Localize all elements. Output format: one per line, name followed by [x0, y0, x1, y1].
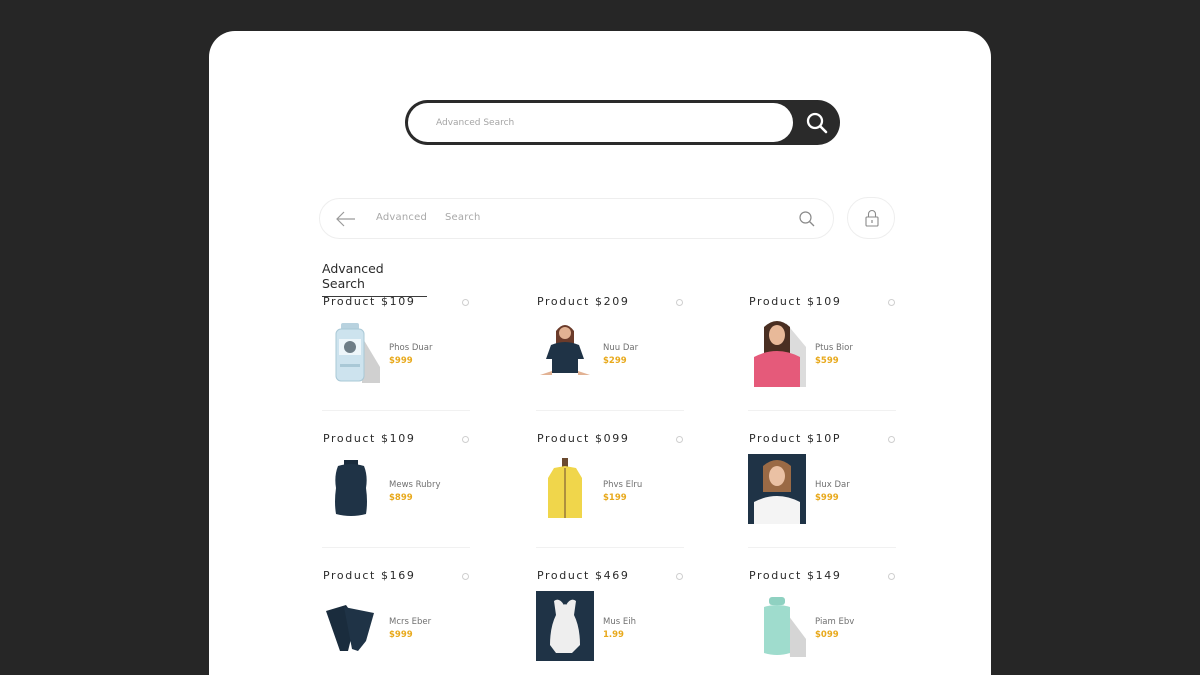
breadcrumb-search[interactable]: Search [445, 212, 481, 223]
product-title: Product $109 [749, 295, 842, 308]
product-image[interactable] [536, 454, 594, 524]
divider [322, 547, 470, 548]
navy-cloth-pieces-icon [326, 605, 374, 651]
main-search-bar [405, 100, 840, 145]
navy-vest-icon [335, 460, 367, 516]
secondary-search-button[interactable] [798, 210, 816, 228]
select-radio[interactable] [888, 436, 895, 443]
section-title: Advanced Search [322, 261, 427, 297]
woman-navy-top-icon [540, 325, 590, 375]
divider [536, 410, 684, 411]
select-radio[interactable] [462, 299, 469, 306]
divider [322, 410, 470, 411]
yellow-jacket-icon [548, 458, 582, 518]
product-image[interactable] [748, 591, 806, 661]
product-image[interactable] [748, 317, 806, 387]
product-price: $999 [389, 630, 413, 640]
woman-pink-tshirt-icon [754, 321, 806, 387]
product-card[interactable]: Product $109 Phos Duar $999 [322, 293, 472, 430]
mint-bottle-icon [764, 597, 806, 657]
lock-button[interactable] [847, 197, 895, 239]
select-radio[interactable] [462, 573, 469, 580]
main-search-button[interactable] [804, 110, 830, 136]
product-title: Product $099 [537, 432, 630, 445]
product-card[interactable]: Product $109 Ptus Bior $599 [748, 293, 898, 430]
product-title: Product $149 [749, 569, 842, 582]
product-name: Piam Ebv [815, 617, 855, 627]
product-image[interactable] [322, 317, 380, 387]
product-card[interactable]: Product $209 Nuu Dar $299 [536, 293, 686, 430]
product-image[interactable] [536, 591, 594, 661]
search-panel: Advanced Search Advanced Search Product … [209, 31, 991, 675]
lock-icon [865, 209, 879, 227]
product-card[interactable]: Product $469 Mus Eih 1.99 [536, 567, 686, 675]
select-radio[interactable] [462, 436, 469, 443]
product-name: Mews Rubry [389, 480, 441, 490]
breadcrumb-advanced[interactable]: Advanced [376, 212, 427, 223]
product-image[interactable] [322, 591, 380, 661]
white-garment-icon [536, 591, 594, 661]
back-button[interactable] [336, 211, 356, 227]
search-icon [799, 211, 815, 227]
product-price: $199 [603, 493, 627, 503]
product-name: Mcrs Eber [389, 617, 432, 627]
product-price: $899 [389, 493, 413, 503]
product-price: $999 [815, 493, 839, 503]
product-card[interactable]: Product $149 Piam Ebv $099 [748, 567, 898, 675]
product-price: $099 [815, 630, 839, 640]
search-icon [806, 112, 828, 134]
product-image[interactable] [536, 317, 594, 387]
product-price: $599 [815, 356, 839, 366]
product-name: Nuu Dar [603, 343, 639, 353]
product-price: 1.99 [603, 630, 624, 640]
product-title: Product $169 [323, 569, 416, 582]
product-name: Ptus Bior [815, 343, 853, 353]
select-radio[interactable] [888, 573, 895, 580]
select-radio[interactable] [676, 436, 683, 443]
product-title: Product $10P [749, 432, 842, 445]
product-title: Product $209 [537, 295, 630, 308]
product-card[interactable]: Product $10P Hux Dar $999 [748, 430, 898, 567]
product-price: $999 [389, 356, 413, 366]
blue-supplement-bottle-icon [335, 323, 380, 383]
product-image[interactable] [322, 454, 380, 524]
select-radio[interactable] [676, 299, 683, 306]
product-card[interactable]: Product $109 Mews Rubry $899 [322, 430, 472, 567]
product-title: Product $109 [323, 432, 416, 445]
select-radio[interactable] [676, 573, 683, 580]
product-title: Product $469 [537, 569, 630, 582]
product-card[interactable]: Product $099 Phvs Elru $199 [536, 430, 686, 567]
arrow-left-icon [336, 211, 355, 227]
main-search-input[interactable] [408, 103, 793, 142]
product-price: $299 [603, 356, 627, 366]
product-name: Mus Eih [603, 617, 636, 627]
select-radio[interactable] [888, 299, 895, 306]
woman-white-shirt-icon [748, 454, 806, 524]
divider [748, 410, 896, 411]
divider [536, 547, 684, 548]
product-name: Phvs Elru [603, 480, 643, 490]
product-title: Product $109 [323, 295, 416, 308]
divider [748, 547, 896, 548]
product-image[interactable] [748, 454, 806, 524]
secondary-search-bar[interactable]: Advanced Search [319, 198, 834, 239]
product-name: Hux Dar [815, 480, 850, 490]
product-card[interactable]: Product $169 Mcrs Eber $999 [322, 567, 472, 675]
product-name: Phos Duar [389, 343, 433, 353]
